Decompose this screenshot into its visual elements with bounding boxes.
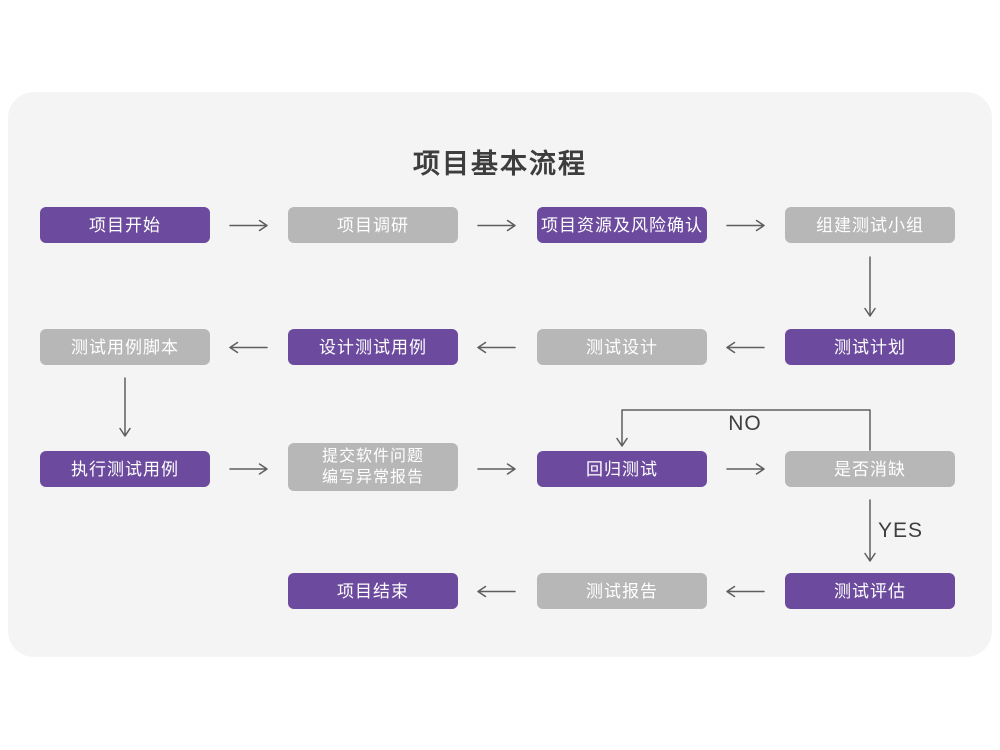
node-execute-cases: 执行测试用例 xyxy=(40,451,210,487)
node-defect-cleared: 是否消缺 xyxy=(785,451,955,487)
node-submit-issues: 提交软件问题 编写异常报告 xyxy=(288,443,458,491)
node-test-evaluation: 测试评估 xyxy=(785,573,955,609)
node-case-scripts: 测试用例脚本 xyxy=(40,329,210,365)
flowchart-card xyxy=(8,92,992,657)
node-resources-risk: 项目资源及风险确认 xyxy=(537,207,707,243)
node-build-test-team: 组建测试小组 xyxy=(785,207,955,243)
node-regression-test: 回归测试 xyxy=(537,451,707,487)
page-title: 项目基本流程 xyxy=(413,149,587,179)
node-project-end: 项目结束 xyxy=(288,573,458,609)
node-test-report: 测试报告 xyxy=(537,573,707,609)
edge-label-yes: YES xyxy=(878,519,924,542)
node-project-start: 项目开始 xyxy=(40,207,210,243)
node-test-plan: 测试计划 xyxy=(785,329,955,365)
edge-label-no: NO xyxy=(728,412,762,435)
node-design-cases: 设计测试用例 xyxy=(288,329,458,365)
node-project-research: 项目调研 xyxy=(288,207,458,243)
node-test-design: 测试设计 xyxy=(537,329,707,365)
